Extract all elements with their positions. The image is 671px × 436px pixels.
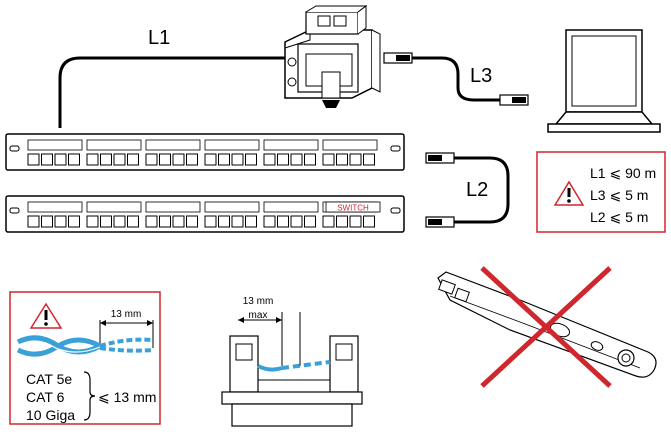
cable-l1-label: L1 xyxy=(148,27,170,49)
port-label-strip xyxy=(263,139,319,151)
rj45-port xyxy=(86,215,99,228)
rj45-port xyxy=(322,215,335,228)
warning-icon xyxy=(29,302,63,329)
port-label-strip xyxy=(27,139,83,151)
rj45-port xyxy=(349,215,362,228)
rj45-port xyxy=(290,153,303,166)
cable-l3 xyxy=(383,52,529,106)
cable-l2 xyxy=(425,152,510,228)
rj45-port xyxy=(304,153,316,166)
port-label-strip xyxy=(86,139,142,151)
rj45-port xyxy=(245,153,257,166)
rj45-port xyxy=(113,153,126,166)
rj45-port xyxy=(41,153,53,166)
rj45-port xyxy=(186,215,198,228)
connector-dimension: 13 mm xyxy=(243,296,274,307)
rj45-port xyxy=(172,215,185,228)
rj45-port xyxy=(186,153,198,166)
length-limits-box: L1 ⩽ 90 m L3 ⩽ 5 m L2 ⩽ 5 m xyxy=(536,151,666,233)
rj45-port xyxy=(159,153,171,166)
rj45-port xyxy=(27,153,40,166)
rj45-port xyxy=(304,215,316,228)
port-label-strip xyxy=(145,201,201,213)
rj45-port xyxy=(263,215,276,228)
rj45-port xyxy=(159,215,171,228)
rj45-port xyxy=(127,153,139,166)
rj45-port xyxy=(100,153,112,166)
warning-icon xyxy=(553,180,585,206)
strip-cat-1: CAT 5e xyxy=(26,371,72,387)
rj45-port xyxy=(145,215,158,228)
patch-panel xyxy=(5,133,405,171)
rj45-port xyxy=(290,215,303,228)
rj45-port xyxy=(127,215,139,228)
rj45-port xyxy=(27,215,40,228)
rj45-port xyxy=(86,153,99,166)
rj45-port xyxy=(349,153,362,166)
switch: SWITCH xyxy=(5,195,405,233)
prohibited-cross-icon xyxy=(480,266,612,388)
rj45-port xyxy=(218,215,230,228)
rj45-port xyxy=(322,153,335,166)
rj45-port xyxy=(204,153,217,166)
rj45-port xyxy=(231,153,244,166)
port-label-strip xyxy=(322,139,378,151)
rj45-port xyxy=(204,215,217,228)
strip-length-box: 13 mm CAT 5e CAT 6 10 Giga ⩽ 13 mm xyxy=(9,291,161,425)
rj45-port xyxy=(145,153,158,166)
connector-dimension-sub: max xyxy=(249,310,268,321)
rj45-port xyxy=(113,215,126,228)
port-label-strip xyxy=(27,201,83,213)
wall-socket-module xyxy=(284,5,381,108)
limit-l1: L1 ⩽ 90 m xyxy=(590,165,656,181)
rj45-port xyxy=(41,215,53,228)
cable-l2-label: L2 xyxy=(466,179,488,201)
port-label-strip xyxy=(204,139,260,151)
rj45-port xyxy=(54,153,67,166)
rj45-port xyxy=(231,215,244,228)
rj45-port xyxy=(277,153,289,166)
port-label-strip xyxy=(263,201,319,213)
rj45-port xyxy=(336,153,348,166)
connector-section: 13 mm max xyxy=(221,296,363,427)
rj45-port xyxy=(336,215,348,228)
rj45-port xyxy=(363,215,375,228)
cable-l1 xyxy=(58,56,288,128)
rj45-port xyxy=(245,215,257,228)
port-label-strip xyxy=(204,201,260,213)
limit-l2: L2 ⩽ 5 m xyxy=(590,209,648,225)
rj45-port xyxy=(363,153,375,166)
rj45-port xyxy=(172,153,185,166)
strip-dimension: 13 mm xyxy=(111,309,142,320)
limit-l3: L3 ⩽ 5 m xyxy=(590,187,648,203)
cable-l3-label: L3 xyxy=(470,65,492,87)
rj45-port xyxy=(68,153,80,166)
rj45-port xyxy=(218,153,230,166)
rj45-port xyxy=(54,215,67,228)
strip-cat-2: CAT 6 xyxy=(26,389,65,405)
rj45-port xyxy=(100,215,112,228)
strip-cat-3: 10 Giga xyxy=(26,407,75,423)
rj45-port xyxy=(277,215,289,228)
port-label-strip xyxy=(86,201,142,213)
computer-icon xyxy=(547,29,661,133)
rj45-port xyxy=(263,153,276,166)
port-label-strip xyxy=(145,139,201,151)
strip-limit: ⩽ 13 mm xyxy=(98,389,156,405)
switch-tag: SWITCH xyxy=(337,204,369,213)
rj45-port xyxy=(68,215,80,228)
